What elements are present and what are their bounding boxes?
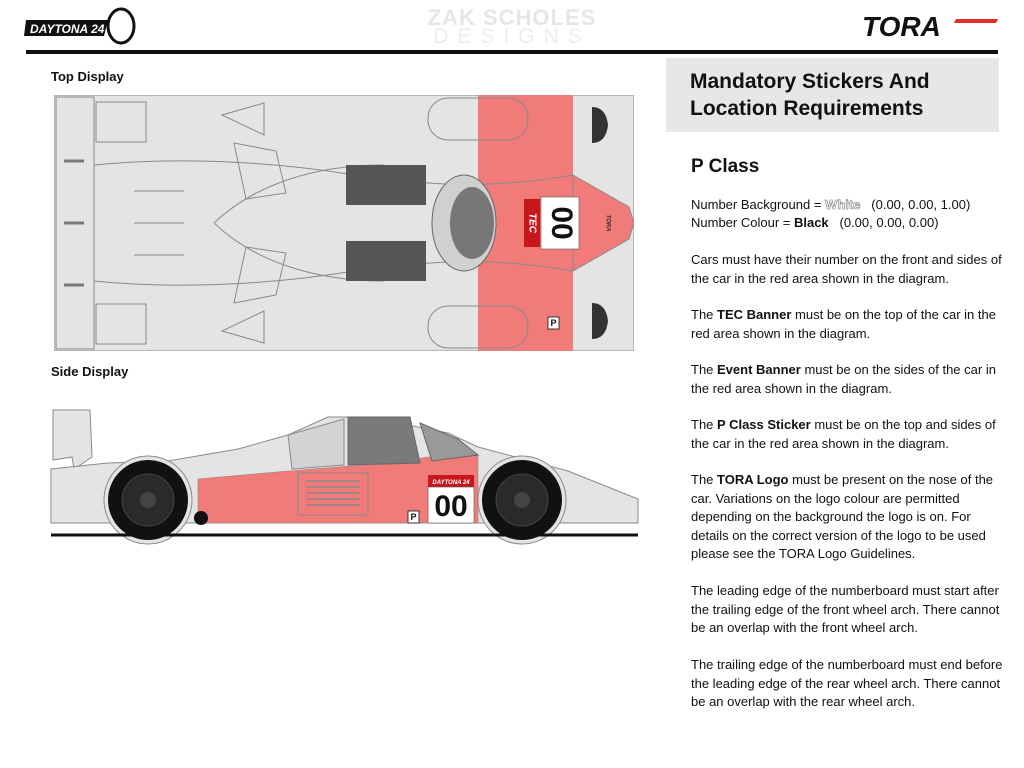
class-rule-post: must be on the top and sides of the car … [691, 417, 996, 451]
bg-value: White [825, 197, 861, 213]
event-banner [428, 475, 474, 487]
event-banner-text: DAYTONA 24 [432, 480, 470, 486]
nose-red-zone [572, 174, 634, 272]
top-display-label: Top Display [51, 69, 124, 84]
top-number: 00 [545, 206, 578, 239]
side-number: 00 [434, 490, 467, 523]
daytona-24-logo: DAYTONA 24 [24, 7, 136, 45]
side-display-label: Side Display [51, 364, 129, 379]
side-class-badge-text: P [410, 512, 416, 522]
class-rule-pre: The [691, 417, 718, 432]
header-divider [26, 50, 998, 54]
nose-logo-text: TORA [604, 215, 610, 232]
tec-rule-post: must be on the top of the car in the red… [691, 307, 996, 341]
event-banner-rule: The Event Banner must be on the sides of… [691, 361, 1003, 398]
tec-banner [524, 199, 540, 247]
tora-logo-rule: The TORA Logo must be present on the nos… [691, 471, 1003, 564]
event-rule-post: must be on the sides of the car in the r… [691, 362, 996, 396]
watermark-line-1: ZAK SCHOLES [427, 5, 597, 30]
class-rule-bold: P Class Sticker [717, 417, 811, 432]
trailing-edge-rule: The trailing edge of the numberboard mus… [691, 657, 1003, 709]
page-header: DAYTONA 24 ZAK SCHOLES DESIGNS TORA [0, 0, 1024, 56]
number-background-spec: Number Background = White (0.00, 0.00, 1… [691, 196, 970, 215]
logo-rule-bold: TORA Logo [717, 472, 789, 487]
event-rule-bold: Event Banner [717, 362, 801, 377]
colour-value: Black [793, 215, 829, 230]
panel-header: Mandatory Stickers And Location Requirem… [666, 58, 999, 132]
tora-logo: TORA [862, 11, 998, 42]
bg-code: (0.00, 0.00, 1.00) [871, 197, 971, 212]
top-class-badge-text: P [550, 318, 556, 328]
watermark-line-2: DESIGNS [433, 25, 591, 48]
tora-logo-text: TORA [862, 11, 941, 42]
daytona-logo-text: DAYTONA 24 [30, 22, 105, 36]
tec-banner-text: TEC [526, 213, 537, 234]
side-number-board [427, 486, 475, 524]
leading-edge-rule: The leading edge of the numberboard must… [691, 583, 1000, 635]
top-display-diagram: TEC 00 TORA P [54, 95, 634, 351]
class-title: P Class [691, 156, 760, 177]
colour-prefix: Number Colour = [691, 215, 794, 230]
panel-title: Mandatory Stickers And Location Requirem… [690, 70, 930, 120]
top-class-badge [547, 316, 560, 330]
class-sticker-rule: The P Class Sticker must be on the top a… [691, 416, 1003, 453]
number-colour-spec: Number Colour = Black (0.00, 0.00, 0.00) [691, 214, 939, 233]
logo-rule-pre: The [691, 472, 718, 487]
tec-rule-bold: TEC Banner [717, 307, 792, 322]
side-display-diagram: DAYTONA 24 00 P [50, 409, 639, 545]
side-class-badge [407, 510, 420, 524]
event-rule-pre: The [691, 362, 718, 377]
tec-rule-pre: The [691, 307, 718, 322]
bg-prefix: Number Background = [691, 197, 826, 212]
logo-rule-post: must be present on the nose of the car. … [691, 472, 994, 561]
colour-code: (0.00, 0.00, 0.00) [839, 215, 939, 230]
top-number-board [540, 196, 580, 250]
tec-banner-rule: The TEC Banner must be on the top of the… [691, 306, 1003, 343]
number-placement-text: Cars must have their number on the front… [691, 252, 1002, 286]
